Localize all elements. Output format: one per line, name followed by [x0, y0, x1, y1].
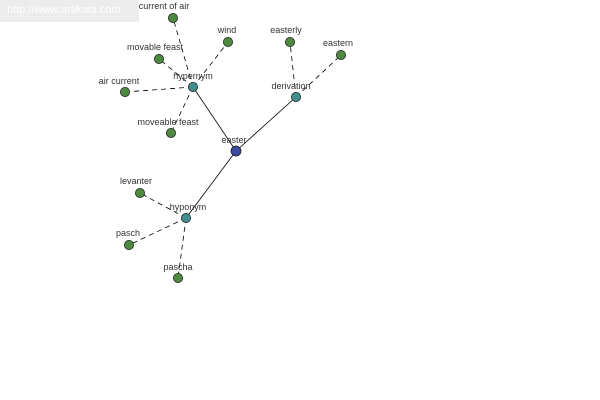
edges-layer: [124, 17, 342, 279]
edge-derivation-to-eastern: [295, 54, 342, 98]
node-label-pasch[interactable]: pasch: [116, 228, 140, 238]
edge-easter-to-hypernym: [192, 86, 237, 152]
node-hypernym[interactable]: [187, 82, 198, 93]
node-label-movable-feast[interactable]: movable feast: [127, 42, 184, 52]
node-hyponym[interactable]: [180, 212, 191, 223]
node-label-air-current[interactable]: air current: [99, 76, 140, 86]
edge-hypernym-to-air-current: [124, 86, 194, 93]
watermark-url[interactable]: http://www.artikata.com: [0, 0, 139, 22]
node-pasch[interactable]: [124, 239, 135, 250]
node-moveable-feast[interactable]: [165, 127, 176, 138]
edge-hypernym-to-current-of-air: [172, 17, 194, 88]
edge-derivation-to-easterly: [289, 41, 297, 98]
edge-hypernym-to-movable-feast: [158, 58, 194, 88]
edge-easter-to-derivation: [235, 96, 297, 152]
nodes-layer: [120, 12, 346, 283]
node-label-current-of-air[interactable]: current of air: [139, 1, 190, 11]
edge-hyponym-to-pascha: [177, 217, 187, 279]
node-label-eastern[interactable]: eastern: [323, 38, 353, 48]
node-label-hyponym[interactable]: hyponym: [170, 202, 207, 212]
node-easter[interactable]: [230, 145, 242, 157]
node-air-current[interactable]: [120, 87, 131, 98]
node-label-moveable-feast[interactable]: moveable feast: [137, 117, 199, 127]
node-eastern[interactable]: [335, 50, 346, 61]
node-easterly[interactable]: [284, 37, 295, 48]
labels-layer: easter hypernym derivation hyponym current o…: [99, 1, 353, 272]
node-current-of-air[interactable]: [167, 12, 178, 23]
node-derivation[interactable]: [290, 92, 301, 103]
edge-hyponym-to-pasch: [128, 217, 187, 246]
node-label-hypernym[interactable]: hypernym: [173, 71, 213, 81]
node-label-easterly[interactable]: easterly: [270, 25, 302, 35]
edge-hypernym-to-wind: [192, 41, 229, 88]
node-levanter[interactable]: [134, 187, 145, 198]
node-label-levanter[interactable]: levanter: [120, 176, 152, 186]
node-wind[interactable]: [222, 37, 233, 48]
node-pascha[interactable]: [172, 272, 183, 283]
edge-easter-to-hyponym: [185, 150, 237, 219]
node-label-wind[interactable]: wind: [217, 25, 237, 35]
node-label-pascha[interactable]: pascha: [163, 262, 192, 272]
node-label-derivation[interactable]: derivation: [271, 81, 310, 91]
node-movable-feast[interactable]: [153, 54, 164, 65]
node-label-easter[interactable]: easter: [221, 135, 246, 145]
